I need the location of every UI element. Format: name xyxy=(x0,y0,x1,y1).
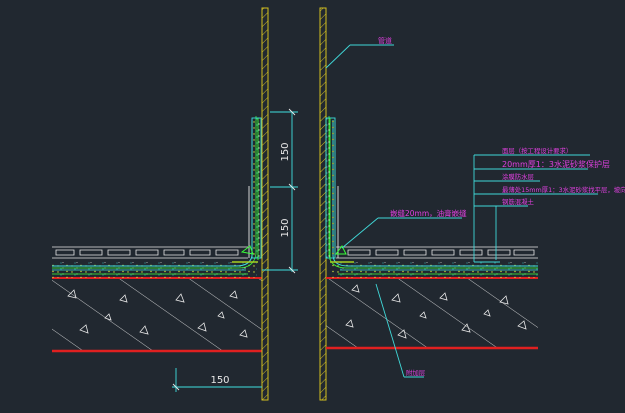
pipe-label: 管道 xyxy=(378,36,392,45)
left-floor-section xyxy=(52,116,262,353)
label-layer-5: 钢筋混凝土 xyxy=(502,197,535,206)
left-sealant xyxy=(240,245,254,255)
right-concrete-slab xyxy=(326,278,538,348)
label-layer-3: 涂膜防水层 xyxy=(502,172,535,181)
dim-vertical-lower: 150 xyxy=(280,218,291,237)
left-membrane-curve xyxy=(52,120,253,267)
horizontal-dimension xyxy=(172,368,262,392)
membrane-label: 附加层 xyxy=(406,368,426,377)
label-layer-2: 20mm厚1：3水泥砂浆保护层 xyxy=(502,159,610,169)
left-concrete-slab xyxy=(52,278,262,351)
right-floor-section xyxy=(325,116,538,350)
right-tile-layer xyxy=(336,246,538,259)
membrane-leader xyxy=(375,283,424,378)
left-tile-layer xyxy=(52,246,248,259)
label-layer-1: 面层（按工程设计要求） xyxy=(502,146,572,155)
left-pipe-wall xyxy=(261,7,269,401)
dim-horizontal: 150 xyxy=(210,375,229,386)
left-aggregate xyxy=(67,289,248,338)
left-membrane-curve-2 xyxy=(52,116,257,269)
label-layer-4: 最薄处15mm厚1：3水泥砂浆找平层，坡向地漏 xyxy=(502,185,625,194)
pipe-leader xyxy=(325,44,394,69)
sealant-label: 嵌缝20mm，油膏嵌缝 xyxy=(390,208,467,218)
right-pipe-wall xyxy=(319,7,327,401)
right-vertical-layers xyxy=(325,117,339,260)
vertical-dimension xyxy=(262,108,298,274)
sealant-leader xyxy=(341,217,462,249)
layers-leader xyxy=(473,154,598,263)
right-sealant xyxy=(335,245,347,255)
dim-vertical-upper: 150 xyxy=(280,142,291,161)
right-aggregate xyxy=(345,284,527,339)
left-vertical-layers xyxy=(248,117,262,260)
